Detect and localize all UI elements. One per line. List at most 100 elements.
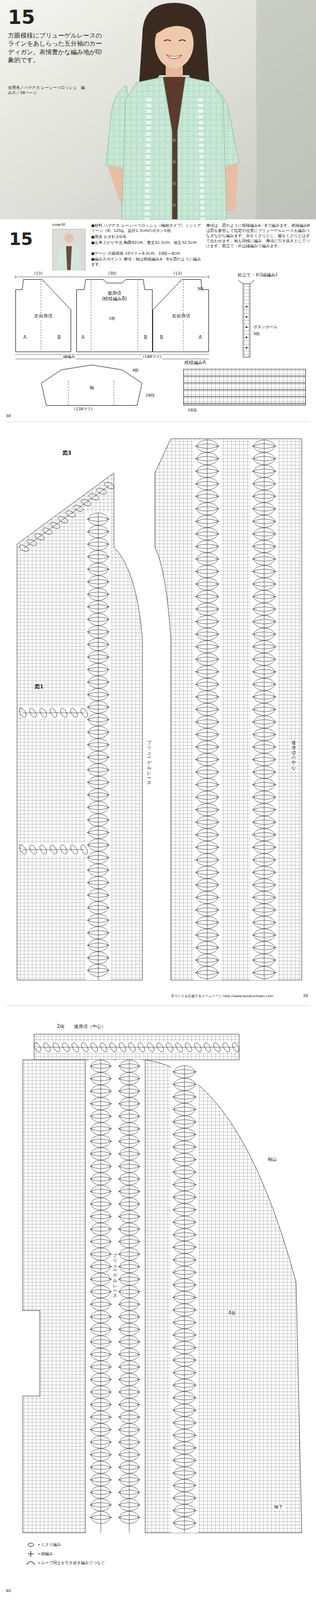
bruges-lace	[100, 1059, 102, 1532]
photo	[0, 0, 316, 220]
chart-page-2	[5, 1004, 311, 1532]
chart-label: ●用具 かぎ針2/0号	[91, 234, 127, 240]
chart-page-1	[17, 472, 143, 980]
bruges-lace	[207, 439, 208, 980]
chart-label: (13)	[173, 271, 182, 277]
piece-outline	[245, 305, 248, 307]
chart-label: B	[56, 334, 62, 341]
small-photo	[66, 245, 72, 270]
chart-label: 5個	[253, 331, 260, 337]
back-piece: 後身頃(模様編みB)	[76, 278, 153, 352]
chart-label: 28目	[187, 407, 198, 413]
chart-label: B	[159, 334, 164, 341]
legend-text: ＝ループ同士を引き抜き編みでつなぐ	[37, 1559, 105, 1565]
bruges-lace	[88, 1059, 114, 1532]
chart-label: 図1	[34, 683, 44, 691]
bruges-lace	[22, 843, 85, 855]
chart-label: (138マス)	[74, 406, 93, 412]
photo	[153, 13, 196, 36]
chart-label: page30	[52, 222, 66, 227]
bruges-lace	[37, 1040, 236, 1053]
piece-outline	[245, 315, 248, 318]
bruges-lace	[129, 1059, 130, 1532]
chart-label: 方眼模様にブリューゲルレースのラインをあしらった五分袖のカーディガン。表情豊かな…	[7, 31, 102, 65]
schematic-lines	[68, 380, 114, 406]
chart-page-1	[5, 421, 311, 422]
piece-outline	[15, 279, 72, 352]
chart-label: (13)	[34, 271, 43, 277]
chart-label: 図3	[62, 449, 72, 457]
bruges-lace	[18, 439, 278, 1532]
chart-label: 4個	[132, 367, 139, 373]
legend-symbol	[25, 1558, 36, 1566]
bruges-lace	[250, 439, 278, 980]
bruges-lace	[193, 439, 221, 980]
chart-label: B	[143, 334, 149, 341]
chart-label: 使用糸／ハマナカ レーシーコロッシュ 編み方／38ページ	[7, 85, 88, 96]
photo	[172, 203, 176, 207]
chart-label: 3個	[196, 286, 204, 292]
chart-page-1	[5, 421, 311, 980]
piece-name: (模様編みB)	[100, 296, 129, 302]
chart-label: ●出来上がり寸法 胸囲92cm、着丈51.5cm、袖丈32.5cm	[91, 240, 203, 246]
small-photo	[64, 233, 74, 243]
bruges-lace	[116, 1059, 142, 1532]
legend-item: ＝ループ同士を引き抜き編みでつなぐ	[25, 1558, 105, 1566]
piece-outline	[183, 382, 306, 384]
schematic-lines	[15, 354, 209, 359]
bruges-lace	[184, 1064, 186, 1532]
chart-label: A	[22, 334, 27, 341]
piece-outline	[76, 279, 153, 352]
piece-outline	[236, 272, 311, 358]
chart-label: 縁編み	[62, 354, 76, 360]
chart-label: 後身頃（中心）	[74, 1023, 106, 1029]
piece-outline	[245, 325, 248, 328]
chart-label: 1個	[108, 316, 116, 322]
small-photo	[56, 245, 81, 270]
photo	[166, 54, 183, 59]
chart-label: ボタンホール	[253, 324, 278, 330]
chart-label: 40	[5, 1587, 11, 1593]
chart-label: 38	[5, 413, 11, 419]
schematic-lines	[15, 275, 209, 406]
schematic-lines	[40, 280, 184, 352]
sleeve-piece: 袖	[40, 364, 143, 406]
legend-symbol	[27, 1541, 34, 1546]
piece-outline	[153, 279, 209, 352]
chart-label: (30)	[108, 271, 117, 277]
vertical-note: ブリューゲルレース	[112, 1252, 118, 1298]
legend-symbol	[25, 1549, 36, 1557]
pattern-swatch: 模様編みA	[183, 359, 306, 406]
chart-label: 4個	[227, 1309, 237, 1316]
piece-outline	[183, 389, 306, 391]
small-photo	[52, 228, 86, 270]
left-front-piece: 左前身頃	[15, 278, 72, 352]
piece-name: 袖	[88, 384, 96, 391]
chart-page-2	[145, 1059, 302, 1532]
bruges-lace	[170, 1064, 199, 1532]
chart-label: 15	[9, 227, 34, 250]
chart-label: 39	[302, 992, 309, 999]
piece-outline	[41, 364, 143, 406]
chart-page-2	[22, 1059, 86, 1532]
photo	[138, 2, 210, 88]
photo	[256, 0, 316, 220]
front-band-piece: 前立て・衿(縁編み)	[236, 272, 311, 358]
chart-label: 28段	[145, 392, 155, 398]
piece-outline	[238, 280, 255, 357]
chart-label: 袖下	[273, 1503, 284, 1509]
piece-outline	[183, 375, 306, 377]
photo	[0, 0, 316, 220]
photo	[146, 97, 203, 220]
chart-page-2	[34, 1033, 240, 1060]
vertical-note: ブリューゲルレース	[146, 740, 153, 786]
chart-label: 手づくりを応援するホームページ http://www.tezukuritown.…	[170, 992, 274, 998]
chart-label: ●ゲージ 方眼模様 10マス＝6.5cm、10段＝6cm	[91, 251, 203, 257]
chart-label: 袖山	[267, 1155, 277, 1162]
photo	[163, 39, 186, 41]
bruges-lace	[22, 712, 85, 713]
piece-outline	[183, 359, 306, 406]
chart-label: ●編み方ポイント 身頃・袖は模様編みA・Bを図のように編みます。	[91, 256, 203, 268]
legend-text: ＝くさり編み	[37, 1541, 61, 1546]
right-front-piece: 右前身頃	[152, 278, 209, 352]
